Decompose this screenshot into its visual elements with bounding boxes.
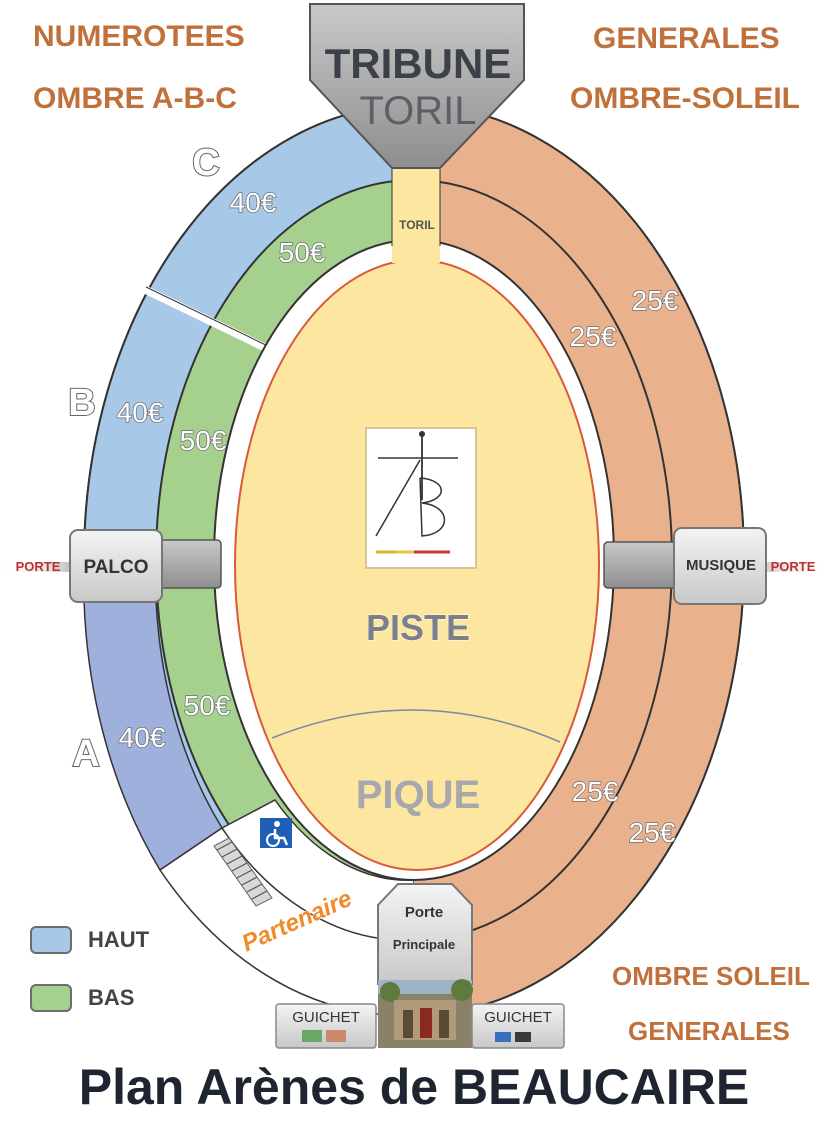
legend-haut-label: HAUT xyxy=(88,927,150,952)
main-door-shape xyxy=(377,883,473,985)
left-porte-label: PORTE xyxy=(16,559,61,574)
musique-label: MUSIQUE xyxy=(686,557,756,574)
divider-c-b xyxy=(144,286,272,354)
right-porte-label: PORTE xyxy=(771,559,816,574)
legend-bas-swatch xyxy=(30,984,72,1012)
logo-pb xyxy=(365,427,477,569)
tribune-shape xyxy=(309,3,525,169)
legend-haut: HAUT xyxy=(30,926,149,954)
legend-bas-label: BAS xyxy=(88,985,135,1010)
section-letter-b: B xyxy=(68,382,95,424)
header-right-line1: GENERALES xyxy=(593,22,780,55)
palco-gate xyxy=(69,529,163,603)
guichet-left-booth xyxy=(275,1003,377,1049)
section-letter-c: C xyxy=(192,142,219,184)
price-b-bas: 50€ xyxy=(180,425,227,456)
toril-strip xyxy=(392,165,440,263)
legend-haut-swatch xyxy=(30,926,72,954)
header-left-line2: OMBRE A-B-C xyxy=(33,82,237,115)
price-b-haut: 40€ xyxy=(117,397,164,428)
tribune-label: TRIBUNE xyxy=(325,40,512,87)
toril-small-label: TORIL xyxy=(399,218,435,232)
price-c-haut: 40€ xyxy=(230,187,277,218)
price-a-bas: 50€ xyxy=(184,690,231,721)
price-right-upper-inner: 25€ xyxy=(570,321,617,352)
palco-label: PALCO xyxy=(83,557,148,578)
footer-title: Plan Arènes de BEAUCAIRE xyxy=(78,1059,750,1115)
bottom-right-line2: GENERALES xyxy=(628,1016,790,1046)
palco-passage xyxy=(154,539,222,589)
price-right-lower-outer: 25€ xyxy=(629,817,676,848)
section-letter-a: A xyxy=(72,733,99,775)
musique-gate xyxy=(673,527,767,605)
price-right-upper-outer: 25€ xyxy=(632,285,679,316)
main-door-label-2: Principale xyxy=(393,937,455,952)
header-right-line2: OMBRE-SOLEIL xyxy=(570,82,800,115)
musique-passage xyxy=(603,541,677,589)
header-left-line1: NUMEROTEES xyxy=(33,20,245,53)
wheelchair-icon xyxy=(260,818,292,848)
divider-c-b-edge xyxy=(145,286,271,348)
main-door-label-1: Porte xyxy=(405,904,443,921)
tribune-toril-label: TORIL xyxy=(359,89,476,133)
pique-line xyxy=(271,709,561,743)
piste-label: PISTE xyxy=(366,607,470,648)
guichet-right-booth xyxy=(471,1003,565,1049)
bottom-right-line1: OMBRE SOLEIL xyxy=(612,961,810,991)
price-right-lower-inner: 25€ xyxy=(572,776,619,807)
pique-label: PIQUE xyxy=(356,773,480,817)
price-c-bas: 50€ xyxy=(279,237,326,268)
legend-bas: BAS xyxy=(30,984,134,1012)
guichet-right-label: GUICHET xyxy=(484,1009,552,1026)
guichet-left-label: GUICHET xyxy=(292,1009,360,1026)
facade-photo xyxy=(378,979,473,1048)
price-a-haut: 40€ xyxy=(119,722,166,753)
stairs-ramp xyxy=(213,837,273,907)
